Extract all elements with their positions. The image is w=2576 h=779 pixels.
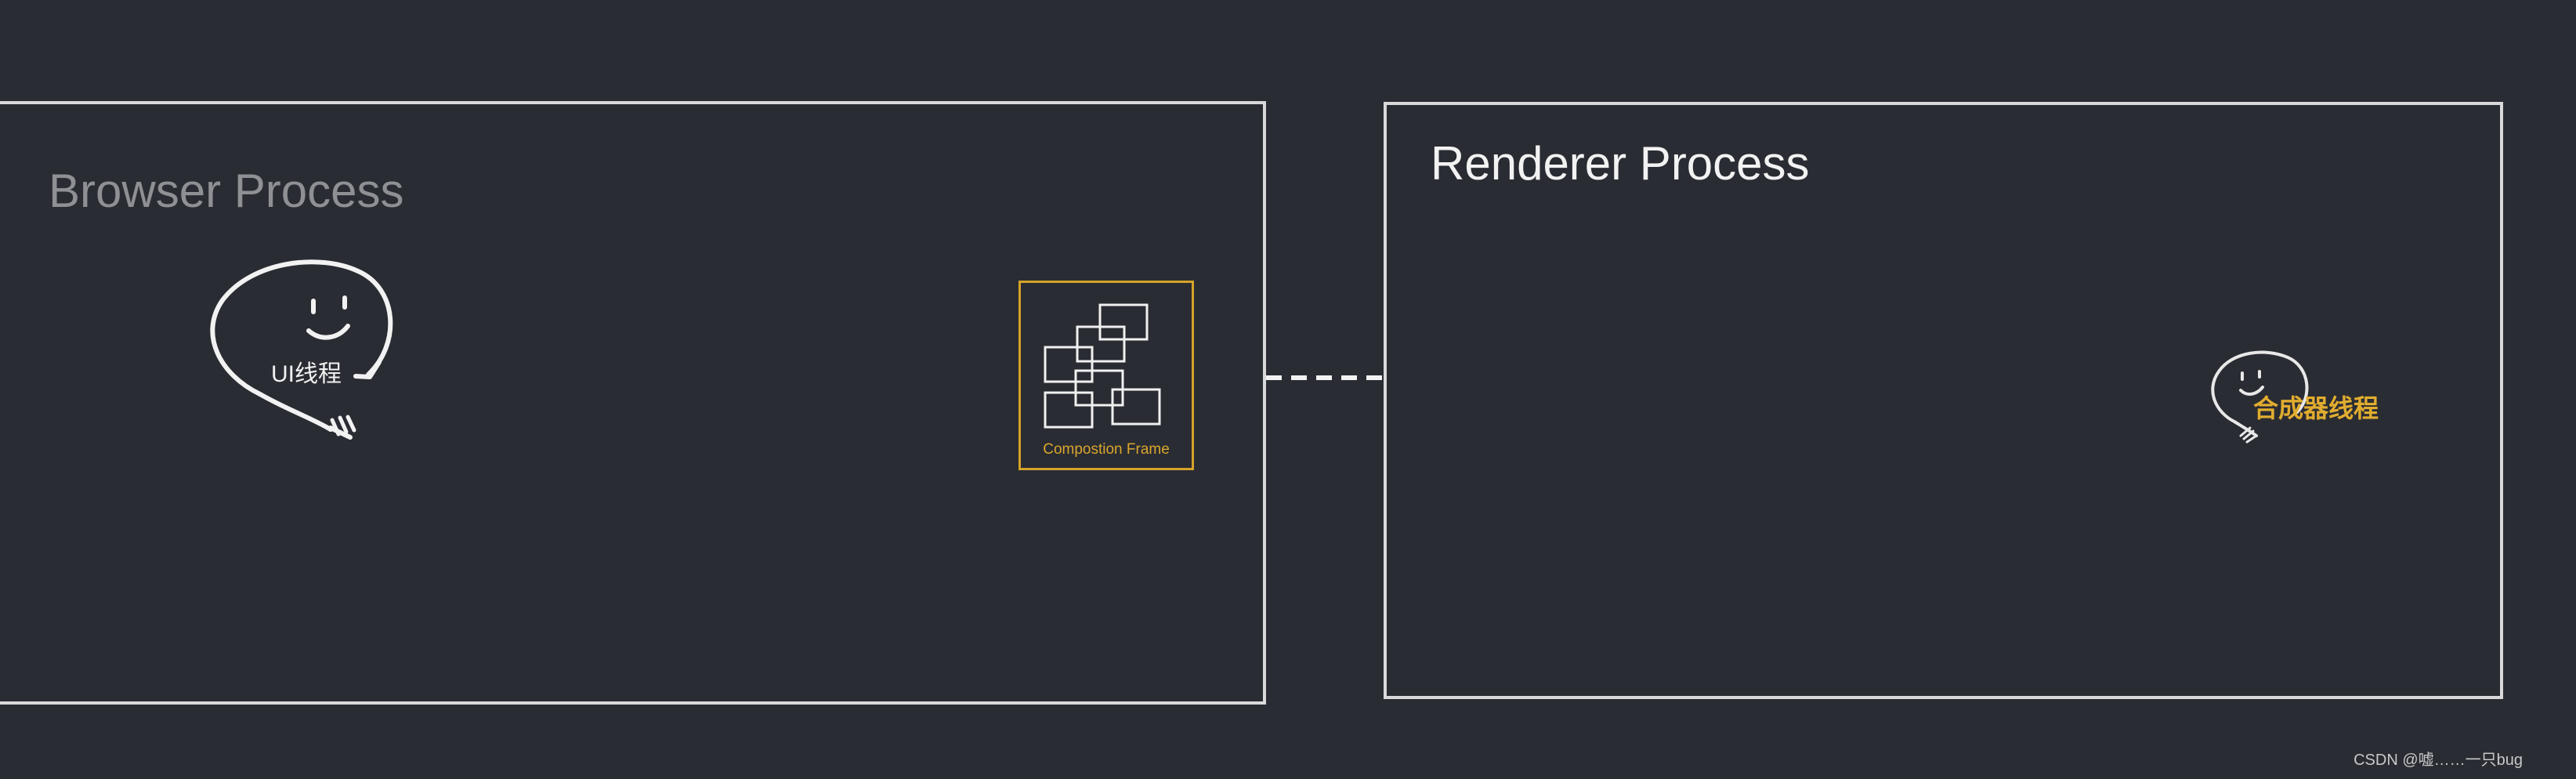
- renderer-process-box: Renderer Process: [1384, 102, 2503, 699]
- smiley-thread-icon: [2211, 350, 2309, 444]
- browser-process-box: Browser Process: [0, 101, 1266, 705]
- browser-process-title: Browser Process: [49, 165, 404, 217]
- compositor-thread: 合成器线程: [2202, 350, 2405, 459]
- compositor-thread-label: 合成器线程: [2253, 394, 2379, 422]
- composition-frame-label: Compostion Frame: [1043, 441, 1170, 458]
- renderer-process-title: Renderer Process: [1431, 137, 1810, 190]
- watermark: CSDN @嘘……一只bug: [2353, 752, 2523, 769]
- smiley-thread-icon: [210, 259, 393, 440]
- ui-thread-label: UI线程: [271, 361, 342, 387]
- stacked-frames-icon: [1044, 303, 1161, 429]
- composition-frame: Compostion Frame: [1018, 281, 1194, 470]
- dashed-connector: [1266, 375, 1384, 380]
- ui-thread: UI线程: [205, 257, 409, 445]
